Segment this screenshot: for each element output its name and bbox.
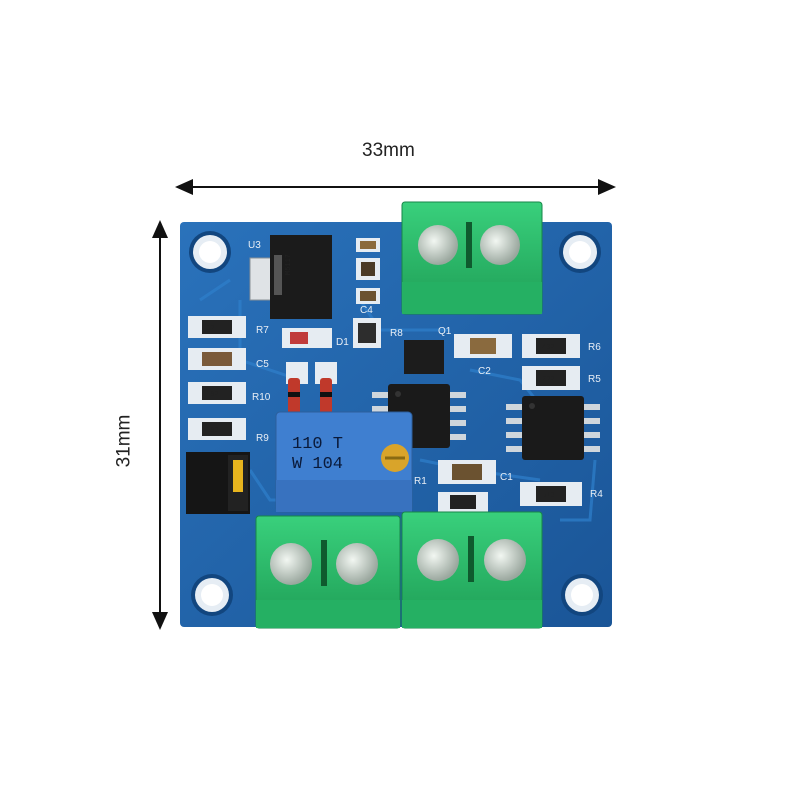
label-r7: R7 bbox=[256, 325, 269, 336]
mounting-hole-tl bbox=[189, 231, 231, 273]
smd-c4-group bbox=[353, 238, 381, 348]
ic-chip-right bbox=[506, 396, 600, 460]
terminal-block-bottom-left bbox=[255, 515, 401, 629]
label-c1: C1 bbox=[500, 472, 513, 483]
label-d1: D1 bbox=[336, 337, 349, 348]
pot-marking-2: W 104 bbox=[292, 455, 343, 474]
label-q1: Q1 bbox=[438, 326, 452, 337]
width-dimension-label: 33mm bbox=[362, 140, 415, 161]
diodes bbox=[288, 378, 332, 420]
potentiometer: 110 T W 104 bbox=[275, 411, 413, 513]
middle-smd-parts: 432 222 513 bbox=[282, 328, 582, 512]
height-dimension-label: 31mm bbox=[113, 414, 135, 468]
mounting-hole-br bbox=[561, 574, 603, 616]
label-r8: R8 bbox=[390, 328, 403, 339]
label-u3: U3 bbox=[248, 240, 261, 251]
regulator-marking: M5117 bbox=[285, 254, 293, 275]
voltage-regulator: M5117 bbox=[249, 235, 332, 319]
resistor-marking: 102 bbox=[206, 391, 219, 399]
mounting-hole-bl bbox=[191, 574, 233, 616]
label-r1: R1 bbox=[414, 476, 427, 487]
terminal-block-bottom-right bbox=[401, 511, 543, 629]
terminal-block-top bbox=[401, 201, 543, 315]
resistor-marking: 513 bbox=[542, 492, 555, 500]
resistor-column-left: C2 102 103 bbox=[188, 316, 246, 440]
label-r5: R5 bbox=[588, 374, 601, 385]
resistor-marking: 103 bbox=[206, 427, 219, 435]
label-r10: R10 bbox=[252, 392, 271, 403]
label-c4: C4 bbox=[360, 305, 373, 316]
label-r6: R6 bbox=[588, 342, 601, 353]
label-c5: C5 bbox=[256, 359, 269, 370]
resistor-marking: 222 bbox=[542, 376, 555, 384]
pot-marking-1: 110 T bbox=[292, 435, 343, 454]
resistor-marking: 432 bbox=[542, 344, 555, 352]
label-r4: R4 bbox=[590, 489, 603, 500]
jumper-header bbox=[186, 452, 250, 514]
label-r9: R9 bbox=[256, 433, 269, 444]
mounting-hole-tr bbox=[559, 231, 601, 273]
resistor-marking: C2 bbox=[206, 325, 214, 333]
label-c2: C2 bbox=[478, 366, 491, 377]
